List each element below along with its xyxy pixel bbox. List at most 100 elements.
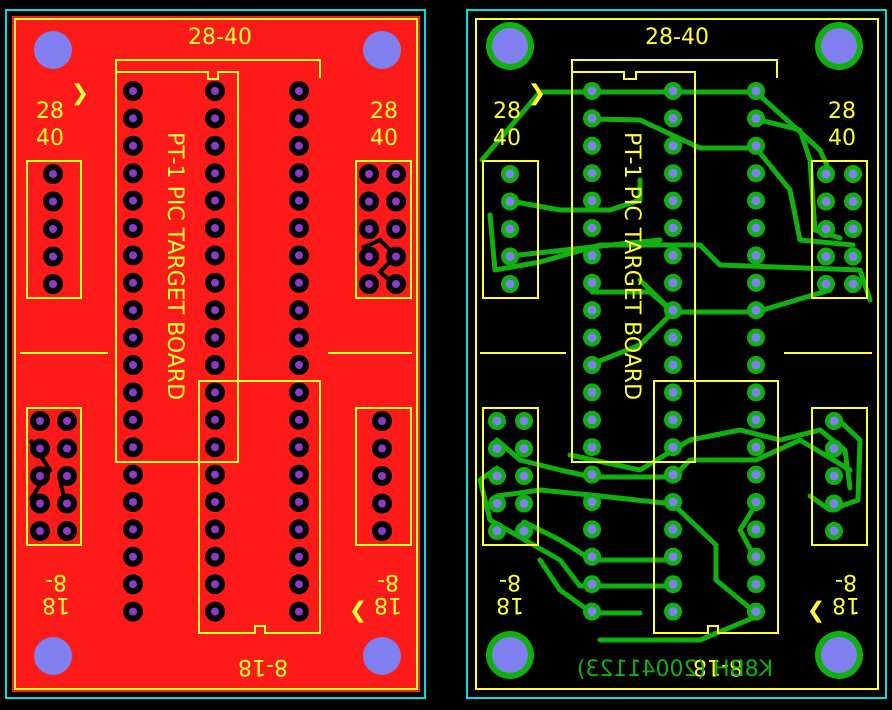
pad-hole bbox=[378, 499, 386, 508]
pad-hole bbox=[295, 114, 303, 123]
pads-left bbox=[30, 81, 406, 622]
pad-hole bbox=[587, 168, 597, 178]
socket-40-outline bbox=[115, 71, 239, 463]
pad-hole bbox=[668, 524, 678, 534]
pad-hole bbox=[129, 470, 137, 479]
pad-hole bbox=[129, 552, 137, 561]
pad-hole bbox=[751, 497, 761, 507]
pad-hole bbox=[668, 579, 678, 589]
pad-hole bbox=[295, 87, 303, 95]
mounting-hole-tr-r bbox=[821, 28, 857, 64]
pad-hole bbox=[392, 225, 400, 233]
pad-hole bbox=[295, 306, 303, 315]
pad-hole bbox=[668, 168, 678, 178]
pad-hole bbox=[668, 250, 678, 260]
pad-hole bbox=[211, 251, 219, 260]
silk-border-right bbox=[475, 18, 879, 690]
pad-hole bbox=[129, 607, 137, 616]
pad-hole bbox=[63, 444, 71, 453]
pad-hole bbox=[295, 278, 303, 287]
pad-hole bbox=[36, 499, 44, 508]
pad-hole bbox=[211, 552, 219, 561]
pad-hole bbox=[751, 168, 761, 178]
pad-hole bbox=[49, 197, 57, 206]
pad-hole bbox=[365, 197, 373, 206]
label-40-left: 40 bbox=[36, 126, 64, 151]
pad-hole bbox=[751, 579, 761, 589]
pad-hole bbox=[129, 141, 137, 150]
pad-hole bbox=[378, 472, 386, 480]
pad-hole bbox=[63, 499, 71, 508]
pad-hole bbox=[492, 416, 502, 426]
mounting-hole-tl bbox=[34, 31, 72, 69]
label-8-18-bottom-r: 8-18 bbox=[693, 654, 743, 679]
pad-hole bbox=[129, 169, 137, 178]
pads-right bbox=[488, 82, 862, 621]
socket-40-outline-r bbox=[571, 71, 696, 463]
label-18-br-r: 18 bbox=[832, 592, 860, 617]
pad-hole bbox=[519, 444, 529, 453]
pad-hole bbox=[129, 388, 137, 397]
mounting-hole-br-r bbox=[821, 637, 857, 673]
pad-hole bbox=[211, 470, 219, 479]
pad-hole bbox=[668, 415, 678, 425]
label-18-br: 18 bbox=[374, 592, 402, 617]
pad-hole bbox=[295, 525, 303, 534]
silk-border-left bbox=[14, 18, 418, 690]
header-tr-outline bbox=[355, 160, 412, 299]
pad-hole bbox=[392, 280, 400, 288]
pad-hole bbox=[211, 525, 219, 534]
label-28-right-r: 28 bbox=[828, 99, 856, 124]
pad-hole bbox=[587, 360, 597, 370]
pad-hole bbox=[295, 580, 303, 589]
pad-hole bbox=[587, 579, 597, 589]
pad-hole bbox=[295, 470, 303, 479]
pad-hole bbox=[751, 415, 761, 425]
header-tl-outline bbox=[26, 160, 82, 299]
bottom-trace bbox=[477, 465, 676, 589]
copper-author-text: K8BH (20041123) bbox=[577, 657, 773, 682]
pad-hole bbox=[295, 251, 303, 260]
pad-hole bbox=[751, 250, 761, 260]
pad-hole bbox=[668, 497, 678, 507]
header-bl-outline-r bbox=[482, 407, 539, 546]
label-18-bl-r: 18 bbox=[496, 592, 524, 617]
pad-hole bbox=[211, 196, 219, 205]
pad-hole bbox=[751, 333, 761, 343]
pad-hole bbox=[587, 141, 597, 151]
pad-hole bbox=[587, 387, 597, 397]
pad-hole bbox=[49, 280, 57, 288]
pad-hole bbox=[492, 444, 502, 453]
pad-hole bbox=[505, 252, 515, 261]
pad-hole bbox=[129, 306, 137, 315]
pad-hole bbox=[295, 607, 303, 616]
label-8-bl-r: 8- bbox=[499, 569, 521, 594]
pad-hole bbox=[211, 169, 219, 178]
pad-hole bbox=[211, 87, 219, 95]
label-8-bl: 8- bbox=[45, 569, 67, 594]
pad-hole bbox=[519, 526, 529, 536]
pad-hole bbox=[129, 196, 137, 205]
bottom-trace bbox=[670, 501, 759, 616]
pad-hole bbox=[49, 225, 57, 233]
bottom-trace bbox=[494, 487, 676, 507]
pad-hole bbox=[587, 278, 597, 288]
pad-hole bbox=[821, 252, 831, 261]
pad-hole bbox=[129, 224, 137, 232]
pad-hole bbox=[829, 416, 839, 426]
pad-hole bbox=[129, 498, 137, 506]
pad-hole bbox=[295, 498, 303, 506]
pad-hole bbox=[668, 607, 678, 617]
pad-hole bbox=[587, 607, 597, 617]
header-br-outline bbox=[355, 407, 412, 546]
pad-hole bbox=[751, 278, 761, 288]
pad-hole bbox=[587, 442, 597, 452]
board-outline-left bbox=[5, 9, 426, 699]
pad-hole bbox=[829, 526, 839, 536]
pad-hole bbox=[751, 360, 761, 370]
pad-hole bbox=[668, 360, 678, 370]
pad-hole bbox=[63, 472, 71, 480]
pad-hole bbox=[668, 113, 678, 123]
pad-hole bbox=[821, 169, 831, 179]
pad-hole bbox=[129, 443, 137, 452]
